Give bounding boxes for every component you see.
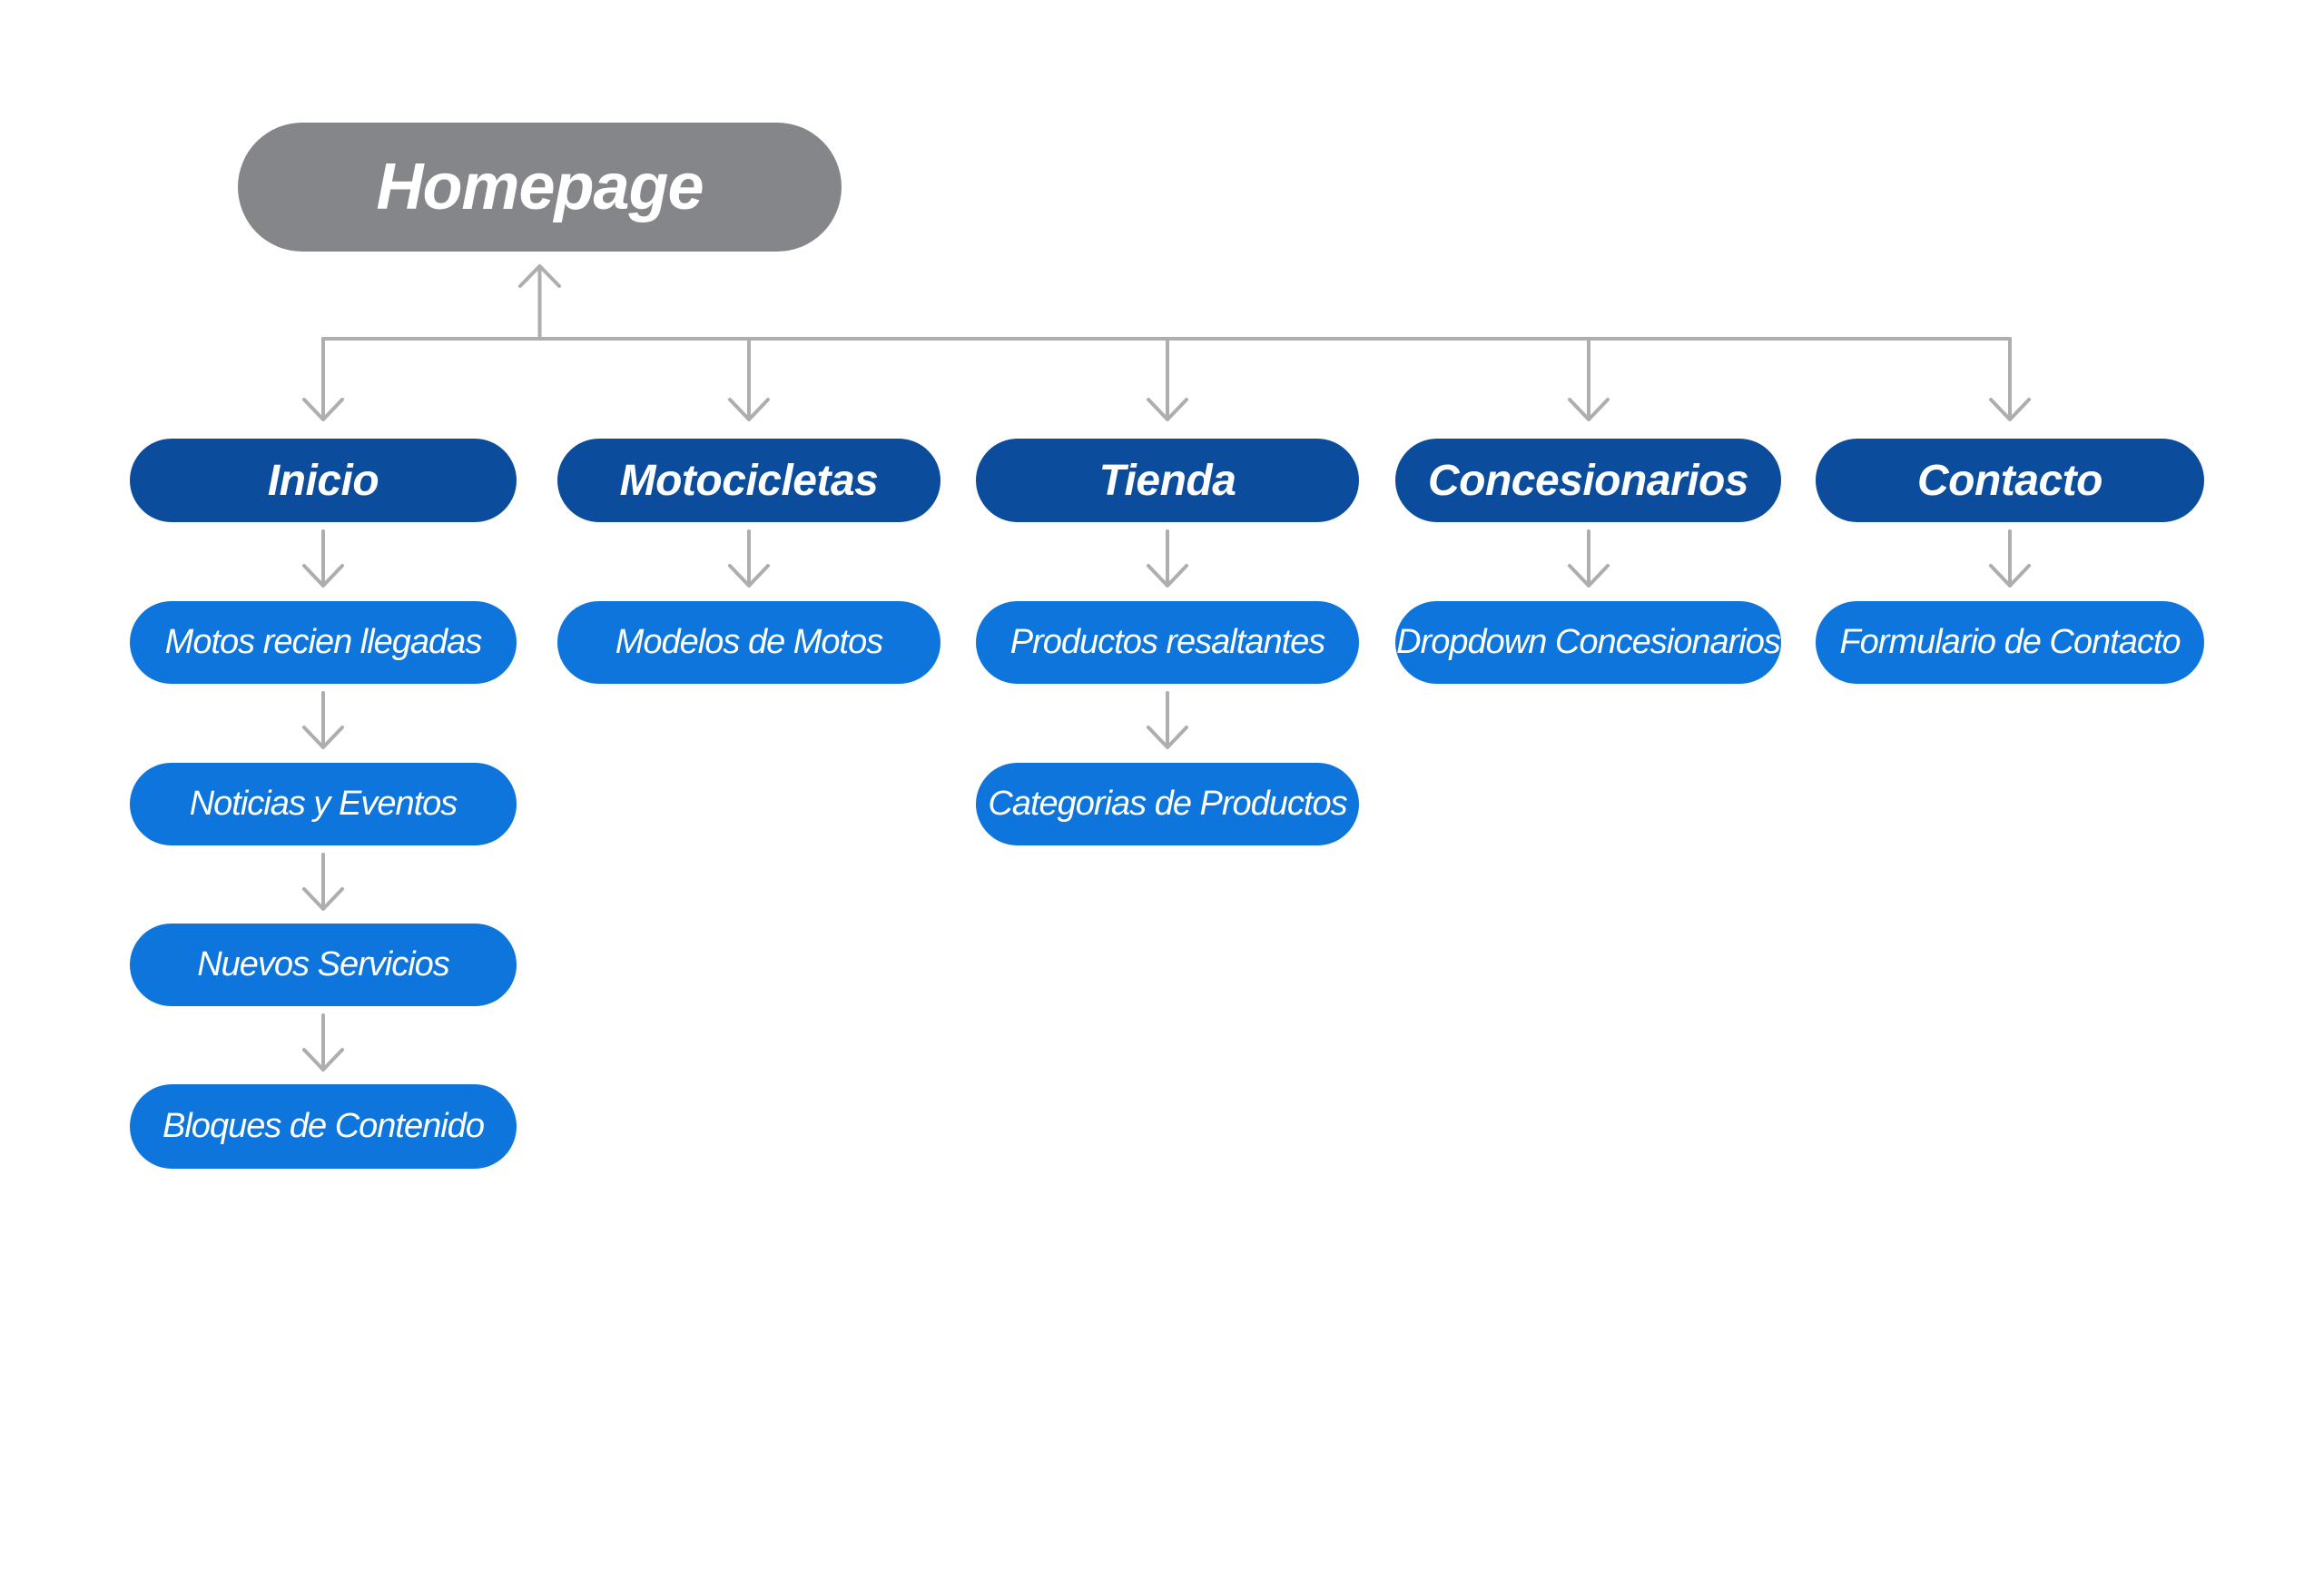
arrow-inicio-child-1 [302,529,344,588]
node-tienda[interactable]: Tienda [976,439,1359,522]
arrow-contacto-child-1 [1989,529,2031,588]
arrow-concesionarios-child-1 [1568,529,1610,588]
arrow-down-to-concesionarios [1568,337,1610,421]
arrow-tienda-child-2 [1147,691,1188,749]
node-concesionarios[interactable]: Concesionarios [1395,439,1781,522]
node-contacto[interactable]: Contacto [1816,439,2204,522]
arrow-inicio-child-3 [302,853,344,911]
arrow-down-to-tienda [1147,337,1188,421]
node-nuevos-servicios[interactable]: Nuevos Servicios [130,924,517,1006]
node-modelos-de-motos[interactable]: Modelos de Motos [557,601,940,684]
node-categorias-de-productos[interactable]: Categorias de Productos [976,763,1359,845]
arrow-up-to-homepage [518,264,561,341]
node-motocicletas[interactable]: Motocicletas [557,439,940,522]
arrow-inicio-child-4 [302,1013,344,1072]
node-noticias-y-eventos[interactable]: Noticias y Eventos [130,763,517,845]
arrow-motocicletas-child-1 [728,529,770,588]
node-bloques-de-contenido[interactable]: Bloques de Contenido [130,1084,517,1169]
node-homepage[interactable]: Homepage [238,123,842,252]
node-productos-resaltantes[interactable]: Productos resaltantes [976,601,1359,684]
arrow-tienda-child-1 [1147,529,1188,588]
arrow-down-to-inicio [302,337,344,421]
arrow-down-to-contacto [1989,337,2031,421]
node-motos-recien-llegadas[interactable]: Motos recien llegadas [130,601,517,684]
node-dropdown-concesionarios[interactable]: Dropdown Concesionarios [1395,601,1781,684]
node-formulario-de-contacto[interactable]: Formulario de Contacto [1816,601,2204,684]
arrow-down-to-motocicletas [728,337,770,421]
arrow-inicio-child-2 [302,691,344,749]
node-inicio[interactable]: Inicio [130,439,517,522]
